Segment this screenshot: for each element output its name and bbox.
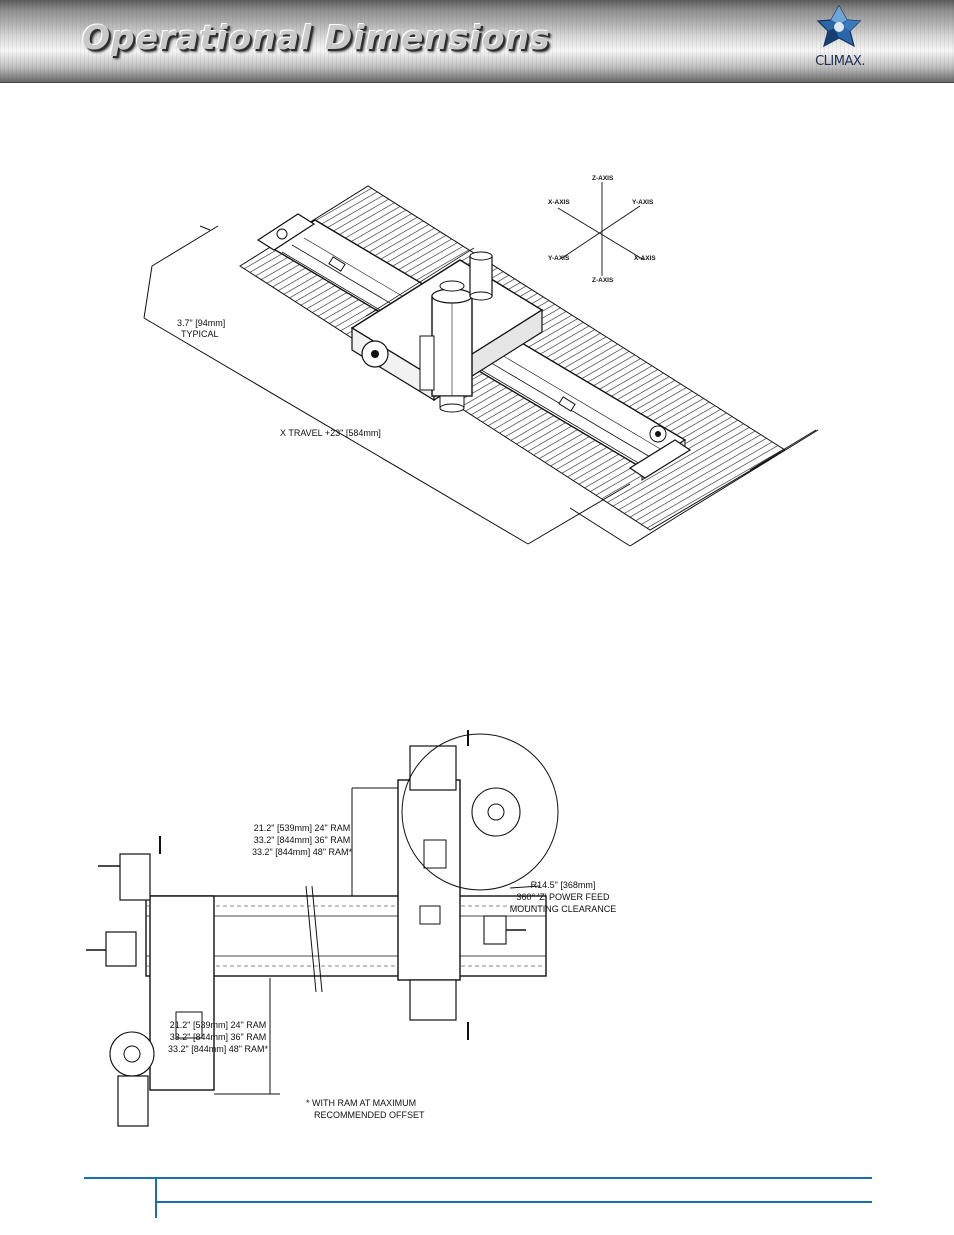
footer-rule-top [84, 1177, 872, 1179]
axis-label-x-left: X-AXIS [548, 199, 570, 206]
plan-right-carriage [397, 730, 559, 1040]
upper-dim-line3: 33.2" [844mm] 48" RAM* [252, 847, 352, 857]
radius-note-line1: R14.5" [368mm] [531, 880, 596, 890]
climax-logo: CLIMAX. [800, 4, 880, 74]
dimension-lines [143, 225, 819, 547]
lower-dim-line1: 21.2" [539mm] 24" RAM [170, 1020, 266, 1030]
page-title: Operational Dimensions [82, 18, 551, 57]
axis-label-x-right: X-AXIS [634, 255, 656, 262]
climax-star-icon [816, 4, 862, 48]
beam-end-cap-left [256, 213, 316, 251]
banner-texture [0, 0, 954, 82]
feed-motor [469, 251, 493, 301]
axis-label-y-right: Y-AXIS [632, 199, 654, 206]
footnote-line1: * WITH RAM AT MAXIMUM [306, 1098, 416, 1108]
spindle-head [419, 280, 473, 413]
plan-view-drawing: 21.2" [539mm] 24" RAM 33.2" [844mm] 36" … [80, 726, 680, 1136]
footer-divider [155, 1177, 157, 1218]
dim-typical-line1: 3.7" [94mm] [177, 318, 225, 328]
isometric-drawing: Z-AXIS X-AXIS Y-AXIS Y-AXIS X-AXIS Z-AXI… [130, 168, 830, 558]
plan-dimension-lines [214, 787, 541, 1095]
radius-note-line2: 360° 'Z' POWER FEED [516, 892, 610, 902]
header-banner: Operational Dimensions CLIMAX. [0, 0, 954, 83]
lower-dim-line3: 33.2" [844mm] 48" RAM* [168, 1044, 268, 1054]
footer-rule-bottom [155, 1201, 872, 1203]
lower-dim-line2: 33.2" [844mm] 36" RAM [170, 1032, 266, 1042]
beam-end-cap-right [628, 425, 692, 479]
upper-dim-line2: 33.2" [844mm] 36" RAM [254, 835, 350, 845]
logo-wordmark: CLIMAX. [815, 54, 865, 69]
upper-dim-line1: 21.2" [539mm] 24" RAM [254, 823, 350, 833]
footnote-line2: RECOMMENDED OFFSET [314, 1110, 425, 1120]
axis-label-y-left: Y-AXIS [548, 255, 570, 262]
axis-label-z-bottom: Z-AXIS [592, 277, 614, 284]
dim-x-travel: X TRAVEL +23" [584mm] [280, 428, 381, 438]
dim-typical-line2: TYPICAL [181, 329, 219, 339]
plan-left-carriage [86, 836, 215, 1127]
radius-note-line3: MOUNTING CLEARANCE [510, 904, 617, 914]
axis-triad [557, 182, 645, 276]
axis-label-z-top: Z-AXIS [592, 175, 614, 182]
